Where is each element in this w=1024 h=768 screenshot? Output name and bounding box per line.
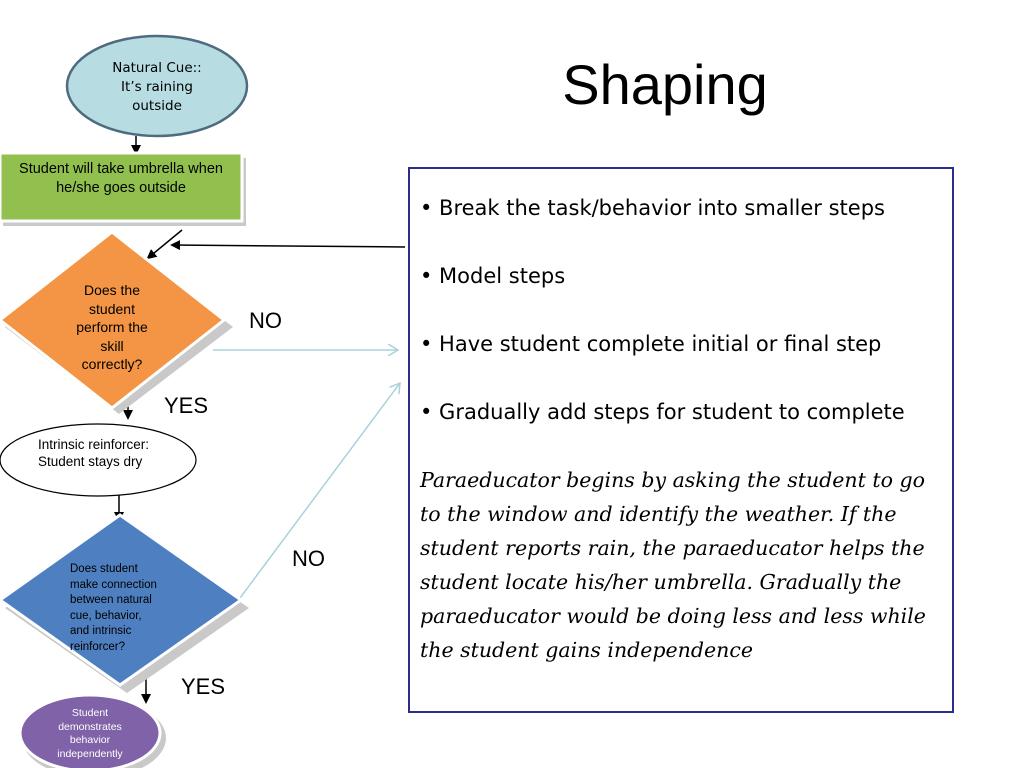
question-2-line: reinforcer?	[70, 640, 125, 653]
outcome-node	[18, 693, 162, 768]
target-behavior-node	[0, 151, 244, 223]
no-label-2: NO	[292, 546, 325, 571]
natural-cue-text: Natural Cue:: It’s raining outside	[92, 59, 222, 116]
target-behavior-line: Student will take umbrella when	[19, 161, 223, 177]
question-2-line: and intrinsic	[70, 625, 132, 637]
question-2-line: between natural	[70, 594, 152, 606]
outcome-line: behavior	[69, 734, 111, 746]
outcome-line: independently	[57, 747, 123, 760]
question-1-line: skill	[100, 337, 124, 354]
natural-cue-line: outside	[132, 98, 182, 114]
natural-cue-node	[65, 34, 249, 138]
step-item: • Gradually add steps for student to com…	[420, 400, 905, 424]
connector-q2-no	[239, 383, 400, 599]
question-1-text: Does the student perform the skill corre…	[62, 281, 162, 374]
reinforcer-node	[0, 423, 197, 497]
outcome-text: Student demonstrates behavior independen…	[40, 707, 140, 761]
yes-label-1: YES	[164, 393, 209, 418]
target-behavior-text: Student will take umbrella when he/she g…	[2, 160, 240, 198]
reinforcer-line: Intrinsic reinforcer:	[38, 437, 150, 452]
step-item: • Break the task/behavior into smaller s…	[420, 196, 885, 220]
natural-cue-line: It’s raining	[121, 79, 193, 95]
outcome-line: demonstrates	[58, 720, 122, 733]
steps-list: • Break the task/behavior into smaller s…	[420, 191, 942, 429]
steps-box: • Break the task/behavior into smaller s…	[408, 167, 954, 713]
question-1-node	[0, 230, 227, 410]
question-1-line: Does the	[83, 282, 141, 298]
connector-steps-return	[170, 240, 406, 251]
question-2-text: Does student make connection between nat…	[70, 562, 180, 655]
outcome-line: Student	[71, 707, 109, 719]
question-1-line: perform the	[76, 319, 148, 335]
target-behavior-line: he/she goes outside	[56, 180, 186, 196]
slide-title: Shaping	[562, 53, 768, 116]
question-2-line: make connection	[70, 578, 157, 591]
question-2-node	[0, 513, 244, 687]
yes-label-2: YES	[181, 674, 226, 699]
no-label-1: NO	[249, 308, 282, 333]
question-1-line: student	[89, 300, 135, 317]
question-2-line: Does student	[70, 563, 138, 575]
natural-cue-line: Natural Cue::	[112, 60, 202, 76]
step-item: • Model steps	[420, 264, 566, 288]
connector-behavior-stub	[146, 229, 183, 260]
reinforcer-line: Student stays dry	[38, 454, 143, 469]
question-2-line: cue, behavior,	[70, 609, 142, 622]
example-paragraph: Paraeducator begins by asking the studen…	[420, 468, 926, 662]
reinforcer-text: Intrinsic reinforcer: Student stays dry	[38, 436, 188, 470]
question-1-line: correctly?	[81, 356, 143, 372]
step-item: • Have student complete initial or final…	[420, 332, 882, 356]
